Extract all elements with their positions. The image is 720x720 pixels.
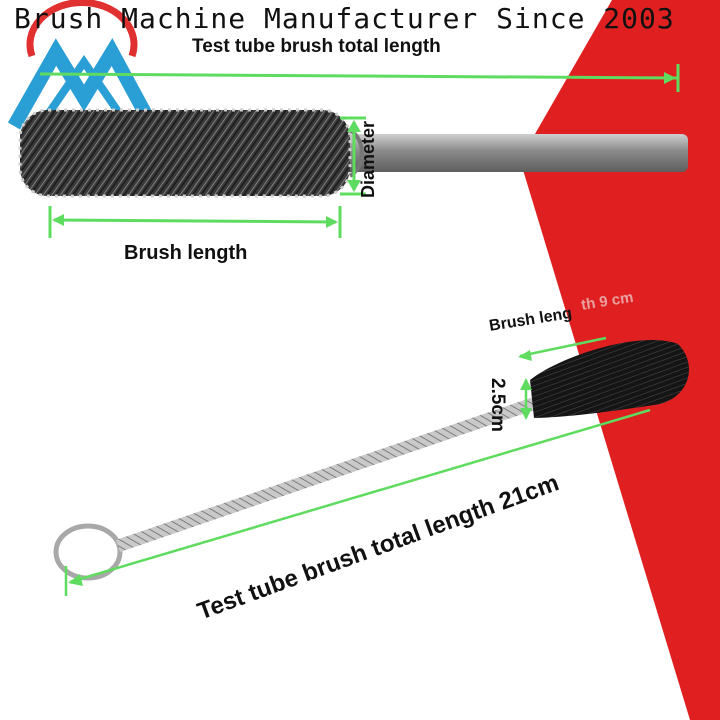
top-brush-length-dimension [48,206,342,238]
top-total-length-dimension [39,64,680,92]
m-logo-icon [7,0,159,130]
bottom-diameter-label: 2.5cm [487,378,508,432]
test-tube-brush-head [530,340,690,418]
bottom-diameter-dimension [520,378,532,420]
top-total-length-label: Test tube brush total length [192,36,441,57]
test-tube-brush-handle [53,396,540,581]
top-diameter-label: Diameter [358,120,378,198]
wire-brush-head [18,108,364,198]
top-diameter-dimension [340,116,366,196]
brush-handle-rod [320,134,688,172]
banner-title: Brush Machine Manufacturer Since 2003 [14,2,675,35]
top-brush-length-label: Brush length [124,242,248,264]
bottom-brush-length-dimension [518,336,607,361]
bottom-total-length-dimension [64,408,651,596]
